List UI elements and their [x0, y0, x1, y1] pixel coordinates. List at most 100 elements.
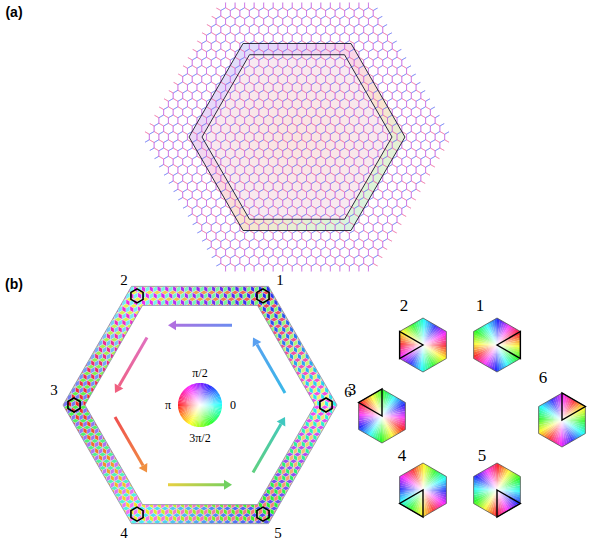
unit-triangle — [497, 332, 520, 359]
band-cell — [262, 482, 266, 489]
band-cell — [157, 500, 165, 505]
band-cell — [130, 479, 138, 484]
phase-wheel — [178, 383, 222, 427]
band-cell — [91, 421, 95, 428]
band-cell — [313, 446, 321, 451]
band-cell — [219, 527, 227, 532]
band-cell — [83, 407, 87, 414]
band-cell — [106, 326, 110, 333]
band-cell — [106, 439, 114, 444]
band-cell — [83, 441, 87, 448]
band-cell — [64, 401, 68, 408]
band-cell — [317, 360, 321, 367]
band-cell — [87, 360, 91, 367]
band-cell — [118, 293, 122, 300]
band-cell — [251, 500, 259, 505]
band-cell — [130, 279, 134, 286]
band-cell — [336, 401, 340, 408]
band-cell — [290, 486, 298, 491]
band-cell — [278, 488, 282, 495]
band-cell — [333, 387, 337, 394]
band-cell — [235, 522, 239, 529]
vortex-number: 1 — [476, 297, 485, 314]
band-cell — [204, 522, 208, 529]
band-cell — [118, 482, 122, 489]
band-cell — [208, 306, 212, 313]
band-cell — [95, 473, 103, 478]
band-cell — [286, 448, 290, 455]
band-cell — [130, 488, 134, 495]
band-cell — [305, 360, 309, 367]
band-cell — [309, 394, 313, 401]
band-cell — [110, 313, 114, 320]
band-cell — [258, 527, 266, 532]
band-cell — [294, 482, 298, 489]
band-cell — [239, 495, 243, 502]
band-cell — [79, 360, 83, 367]
band-cell — [301, 466, 309, 471]
band-cell — [196, 495, 200, 502]
band-cell — [157, 311, 165, 316]
band-cell — [134, 306, 138, 313]
band-cell — [91, 340, 95, 347]
band-cell — [235, 495, 239, 502]
band-cell — [336, 407, 340, 414]
band-cell — [130, 331, 138, 336]
band-cell — [114, 353, 118, 360]
band-cell — [231, 502, 235, 509]
band-cell — [99, 326, 103, 333]
band-cell — [184, 515, 188, 522]
band-cell — [212, 306, 216, 313]
band-cell — [286, 493, 294, 498]
band-cell — [282, 333, 286, 340]
band-cell — [227, 306, 231, 313]
band-cell — [321, 367, 325, 374]
band-cell — [290, 367, 294, 374]
band-cell — [208, 279, 212, 286]
band-cell — [87, 347, 91, 354]
band-cell — [270, 313, 274, 320]
band-cell — [138, 279, 142, 286]
band-cell — [145, 495, 149, 502]
current-arrow — [176, 324, 232, 327]
band-cell — [60, 394, 64, 401]
band-cell — [99, 461, 103, 468]
current-arrow — [257, 344, 285, 392]
band-cell — [126, 461, 130, 468]
band-cell — [165, 311, 173, 316]
band-cell — [235, 293, 239, 300]
band-cell — [79, 441, 83, 448]
band-cell — [68, 380, 72, 387]
band-cell — [309, 353, 313, 360]
band-cell — [188, 495, 192, 502]
band-cell — [212, 500, 220, 505]
band-cell — [286, 461, 290, 468]
band-cell — [192, 515, 196, 522]
band-cell — [282, 482, 286, 489]
band-cell — [294, 421, 298, 428]
band-cell — [216, 515, 220, 522]
band-cell — [99, 333, 103, 340]
band-cell — [75, 374, 79, 381]
band-cell — [297, 333, 301, 340]
band-cell — [282, 441, 286, 448]
band-cell — [278, 506, 286, 511]
band-cell — [126, 482, 130, 489]
band-cell — [68, 421, 72, 428]
band-cell — [290, 347, 294, 354]
phase-label: 3π/2 — [189, 432, 210, 444]
band-cell — [95, 360, 99, 367]
band-cell — [317, 441, 321, 448]
phase-label: π/2 — [192, 367, 207, 379]
corner-marker — [320, 398, 332, 412]
vortex-number: 3 — [348, 381, 357, 398]
band-cell — [325, 428, 329, 435]
band-cell — [79, 387, 83, 394]
band-cell — [336, 394, 340, 401]
band-cell — [290, 482, 294, 489]
band-cell — [161, 299, 165, 306]
band-cell — [103, 326, 107, 333]
band-cell — [134, 326, 138, 333]
band-cell — [216, 522, 220, 529]
band-cell — [231, 279, 235, 286]
